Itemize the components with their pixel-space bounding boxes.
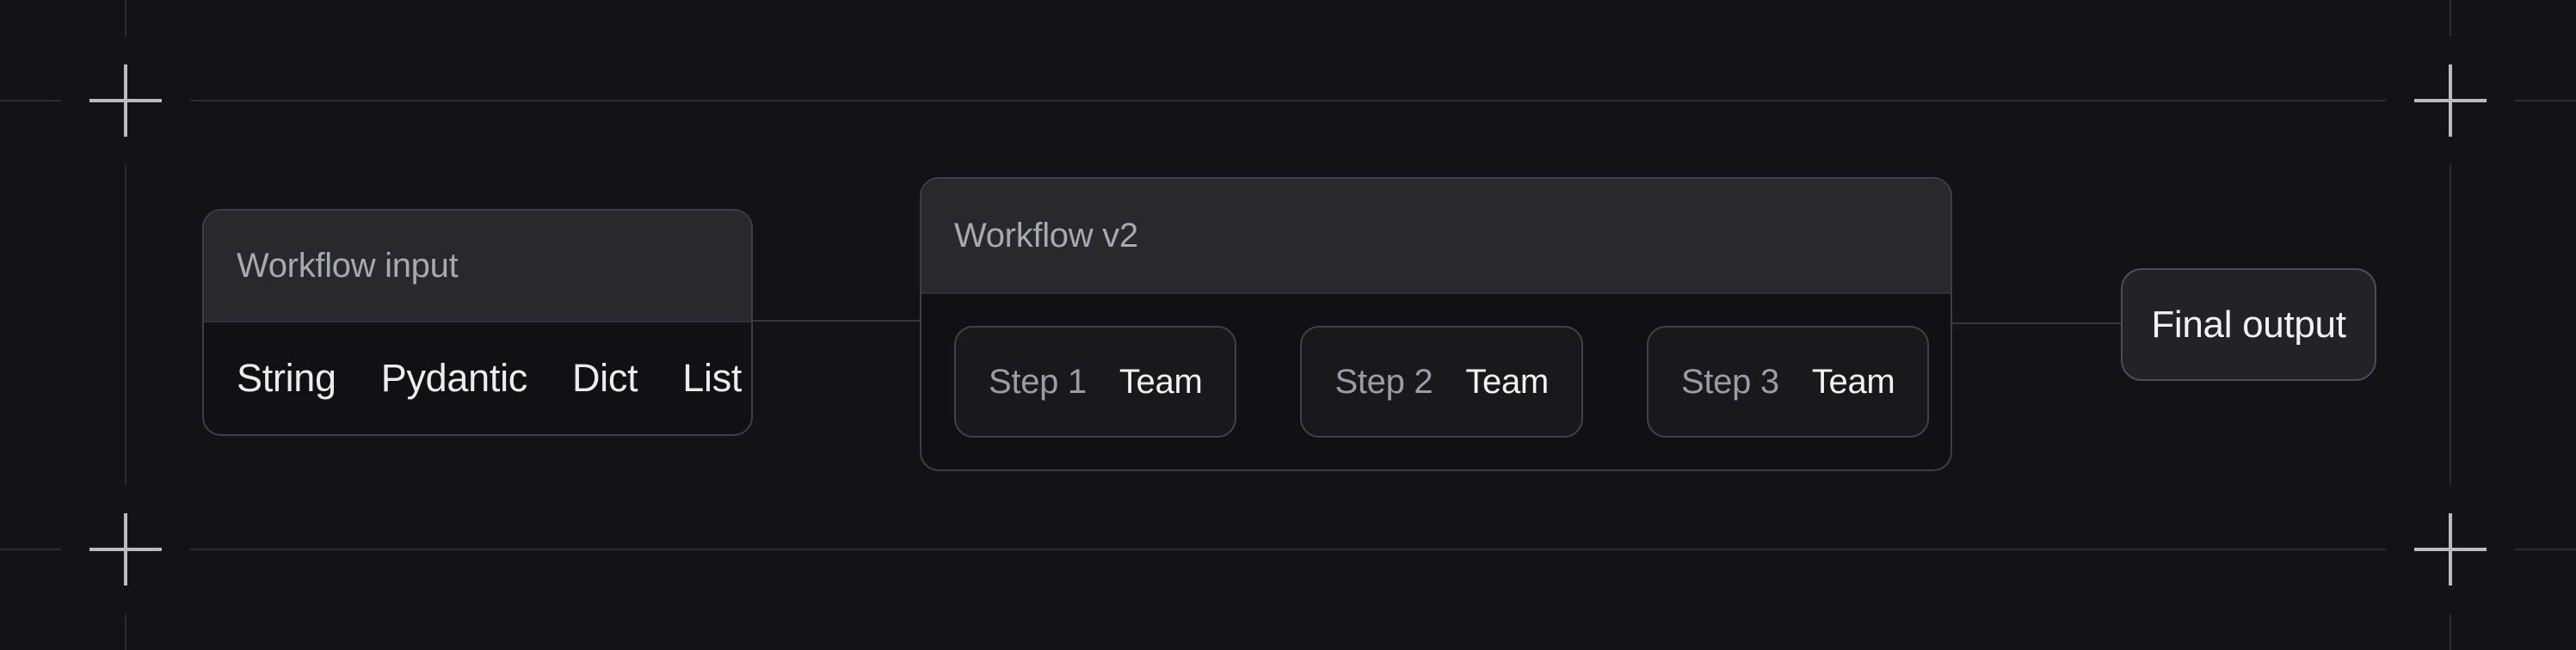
step-1-type: Team bbox=[1119, 362, 1203, 401]
final-output-label: Final output bbox=[2151, 303, 2346, 346]
workflow-input-title: Workflow input bbox=[237, 246, 459, 285]
step-1-label: Step 1 bbox=[989, 362, 1087, 401]
step-1-node: Step 1 Team bbox=[954, 326, 1237, 438]
workflow-v2-header: Workflow v2 bbox=[921, 179, 1950, 294]
crop-mark-bar bbox=[2449, 513, 2452, 586]
input-type-tag-dict: Dict bbox=[571, 356, 638, 400]
step-2-label: Step 2 bbox=[1334, 362, 1433, 401]
workflow-input-body: String Pydantic Dict List bbox=[204, 322, 751, 434]
workflow-input-header: Workflow input bbox=[204, 211, 751, 322]
crop-mark-icon bbox=[2414, 513, 2487, 586]
crop-mark-bar bbox=[124, 64, 127, 137]
guide-line-vertical-left bbox=[125, 0, 126, 650]
crop-mark-icon bbox=[2414, 64, 2487, 137]
connector-workflow-to-output bbox=[1952, 322, 2121, 324]
crop-mark-bar bbox=[124, 513, 127, 586]
workflow-v2-title: Workflow v2 bbox=[954, 216, 1138, 254]
step-2-type: Team bbox=[1465, 362, 1549, 401]
crop-mark-icon bbox=[89, 64, 162, 137]
guide-line-horizontal-top bbox=[0, 100, 2576, 101]
workflow-input-card: Workflow input String Pydantic Dict List bbox=[202, 209, 753, 436]
step-3-label: Step 3 bbox=[1680, 362, 1779, 401]
crop-mark-icon bbox=[89, 513, 162, 586]
crop-mark-bar bbox=[2449, 64, 2452, 137]
step-3-node: Step 3 Team bbox=[1646, 326, 1930, 438]
workflow-v2-card: Workflow v2 Step 1 Team Step 2 Team Step… bbox=[920, 177, 1952, 471]
input-type-tag-string: String bbox=[237, 356, 336, 400]
step-3-type: Team bbox=[1811, 362, 1895, 401]
workflow-v2-body: Step 1 Team Step 2 Team Step 3 Team bbox=[921, 294, 1950, 469]
step-2-node: Step 2 Team bbox=[1300, 326, 1583, 438]
guide-line-horizontal-bottom bbox=[0, 549, 2576, 550]
connector-input-to-workflow bbox=[753, 320, 920, 322]
input-type-tag-pydantic: Pydantic bbox=[380, 356, 528, 400]
final-output-card: Final output bbox=[2121, 268, 2376, 381]
guide-line-vertical-right bbox=[2450, 0, 2451, 650]
input-type-tag-list: List bbox=[682, 356, 743, 400]
